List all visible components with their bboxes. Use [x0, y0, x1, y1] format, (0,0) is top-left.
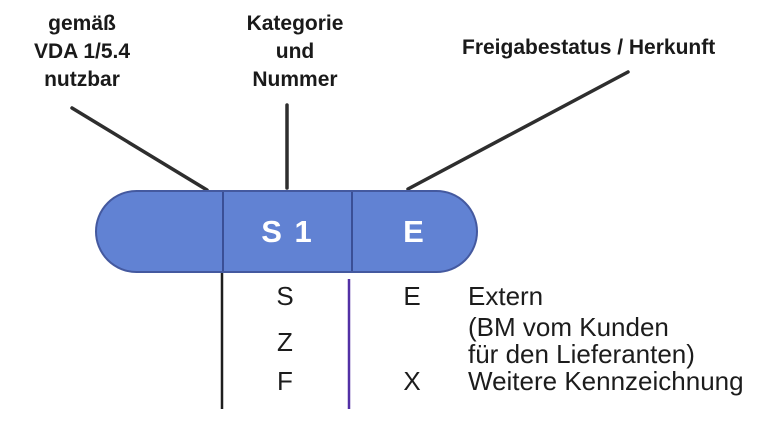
- callout-vda: gemäß VDA 1/5.4 nutzbar: [12, 10, 152, 94]
- legend-category-code-z: Z: [277, 327, 293, 357]
- callout-vda-line1: gemäß: [48, 12, 116, 35]
- legend-desc-bm-vom-kunden: (BM vom Kunden: [468, 312, 669, 342]
- callout-vda-line2: VDA 1/5.4: [33, 40, 131, 63]
- legend-status-code-x: X: [403, 366, 421, 396]
- tag-segment-category: S 1: [222, 192, 353, 271]
- callout-kategorie-line1: Kategorie: [246, 12, 344, 35]
- legend-desc-weitere-kennzeichnung: Weitere Kennzeichnung: [468, 366, 744, 396]
- callout-kategorie-line3: Nummer: [252, 68, 338, 91]
- leader-line-freigabe: [406, 70, 630, 191]
- leader-line-vda: [70, 106, 209, 192]
- callout-kategorie: Kategorie und Nummer: [225, 10, 365, 94]
- callout-vda-line3: nutzbar: [44, 68, 120, 91]
- legend-desc-extern: Extern: [468, 281, 544, 311]
- legend-category-code-s: S: [276, 281, 294, 311]
- tag-segment-blank: [97, 192, 222, 271]
- callout-freigabestatus: Freigabestatus / Herkunft: [462, 36, 716, 59]
- tag-pill: S 1 E: [95, 190, 478, 273]
- tag-segment-status: E: [403, 213, 426, 249]
- legend-desc-fuer-den-lieferanten: für den Lieferanten): [468, 339, 695, 369]
- legend-category-code-f: F: [277, 366, 293, 396]
- legend-status-code-e: E: [403, 281, 421, 311]
- callout-kategorie-line2: und: [275, 40, 315, 63]
